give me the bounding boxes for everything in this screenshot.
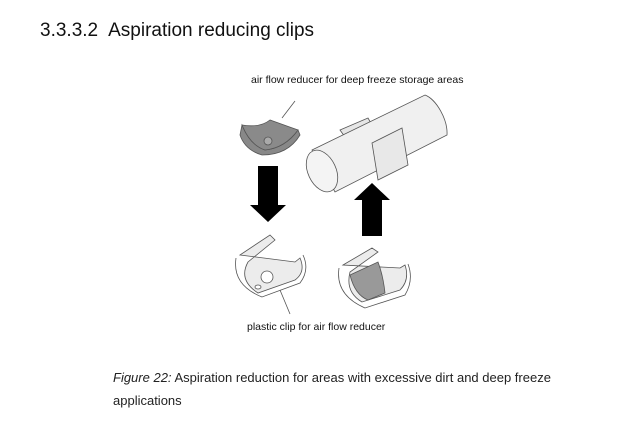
leader-line-bottom [279,289,291,315]
figure-caption-text: Aspiration reduction for areas with exce… [113,370,551,408]
label-plastic-clip: plastic clip for air flow reducer [247,321,386,333]
arrow-up-icon [354,183,390,236]
arrow-down-icon [250,166,286,222]
section-number: 3.3.3.2 [40,20,99,41]
section-heading: 3.3.3.2 Aspiration reducing clips [40,20,314,42]
figure-number: Figure 22: [113,370,172,385]
leader-line-top [281,100,296,119]
clip-on-pipe [371,127,409,181]
figure-caption: Figure 22: Aspiration reduction for area… [113,366,593,412]
plastic-clip [238,234,303,294]
section-title: Aspiration reducing clips [108,20,315,41]
label-air-flow-reducer: air flow reducer for deep freeze storage… [251,74,464,86]
clip-hole [260,270,274,284]
reducer-hole [263,136,273,146]
